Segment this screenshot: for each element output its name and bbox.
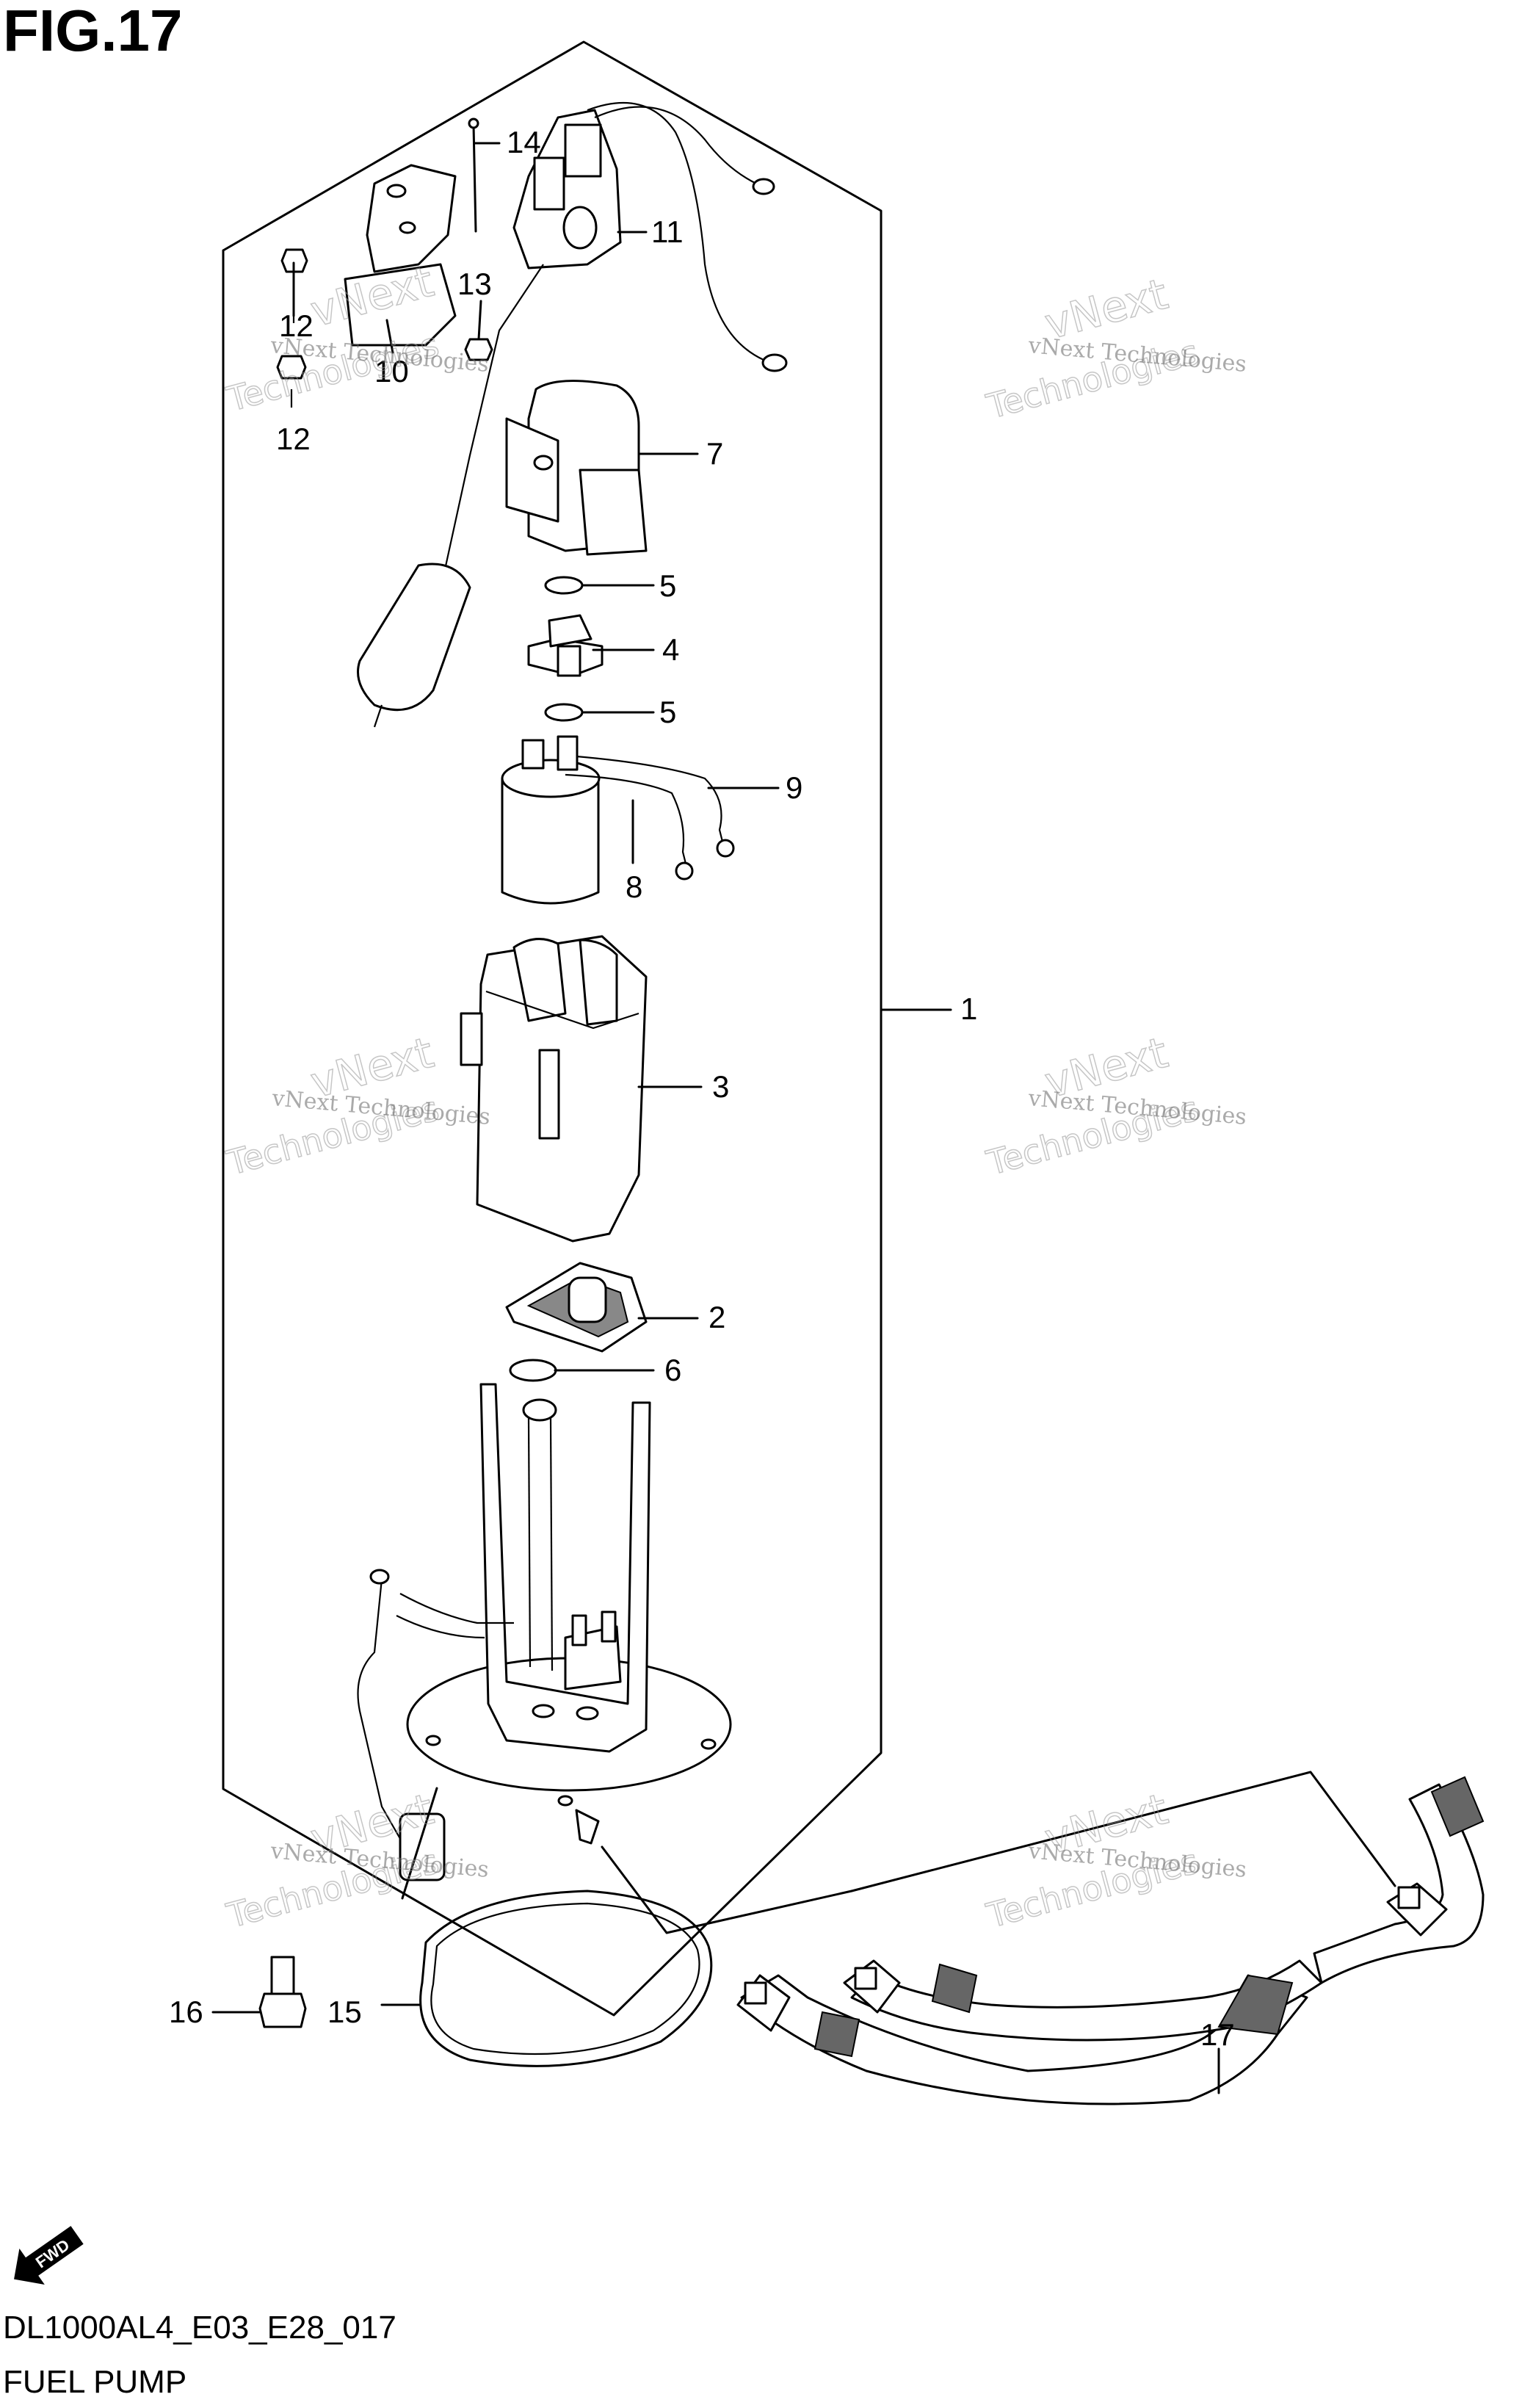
part-5-o-ring-lower [544, 703, 584, 722]
part-12-screw-lower [276, 355, 307, 408]
callout-2: 2 [709, 1300, 725, 1334]
callout-14: 14 [507, 125, 541, 159]
callout-13: 13 [457, 267, 492, 301]
callout-5-upper: 5 [659, 568, 676, 603]
part-6-o-ring [509, 1359, 557, 1382]
part-15-gasket [419, 1890, 713, 2067]
watermark-middle-left: vNext Technologies vNext Technologies [222, 1027, 491, 1183]
diagram-name: FUEL PUMP [3, 2364, 187, 2400]
part-3-pump-case [460, 935, 648, 1243]
diagram-code: DL1000AL4_E03_E28_017 [3, 2310, 396, 2346]
callout-16: 16 [169, 1995, 203, 2029]
leader-lines [211, 142, 1396, 2094]
part-8-fuel-pump [501, 735, 735, 905]
part-17-fuel-hose [736, 1776, 1485, 2105]
part-5-o-ring-upper [544, 576, 584, 595]
callout-1: 1 [960, 991, 977, 1026]
callout-5-lower: 5 [659, 695, 676, 729]
callout-17: 17 [1200, 2017, 1235, 2052]
callout-10: 10 [374, 354, 409, 388]
callout-3: 3 [712, 1069, 729, 1104]
callout-15: 15 [327, 1995, 362, 2029]
part-14-pin [468, 117, 479, 233]
callout-12-lower: 12 [276, 422, 311, 456]
fwd-direction-icon: FWD [14, 2226, 84, 2285]
watermark-bottom-left: vNext Technologies vNext Technologies [222, 1783, 490, 1936]
watermark-middle-right: vNext Technologies vNext Technologies [982, 1027, 1247, 1183]
callout-9: 9 [786, 770, 802, 805]
callout-4: 4 [662, 632, 679, 667]
part-7-cover [505, 380, 648, 556]
part-10-bracket [344, 164, 457, 347]
watermark-bottom-right: vNext Technologies vNext Technologies [982, 1783, 1247, 1936]
pump-base-plate [357, 1383, 732, 1881]
part-4-regulator [527, 614, 604, 677]
part-16-bolt [258, 1956, 307, 2028]
part-11-fuel-level-sender [357, 101, 788, 728]
callout-8: 8 [626, 869, 642, 904]
assembly-outline [222, 40, 883, 2017]
watermark-top-right: vNext Technologies vNext Technologies [982, 268, 1247, 427]
part-2-filter [505, 1262, 648, 1353]
callout-11: 11 [651, 214, 684, 249]
callout-6: 6 [664, 1353, 681, 1387]
part-13-screw [464, 338, 493, 361]
callout-12-upper: 12 [279, 308, 314, 343]
callout-7: 7 [706, 436, 723, 471]
callout-labels: 1 2 3 4 5 5 6 7 8 9 10 11 12 12 13 14 15… [169, 125, 1235, 2052]
figure-title: FIG.17 [3, 0, 183, 63]
